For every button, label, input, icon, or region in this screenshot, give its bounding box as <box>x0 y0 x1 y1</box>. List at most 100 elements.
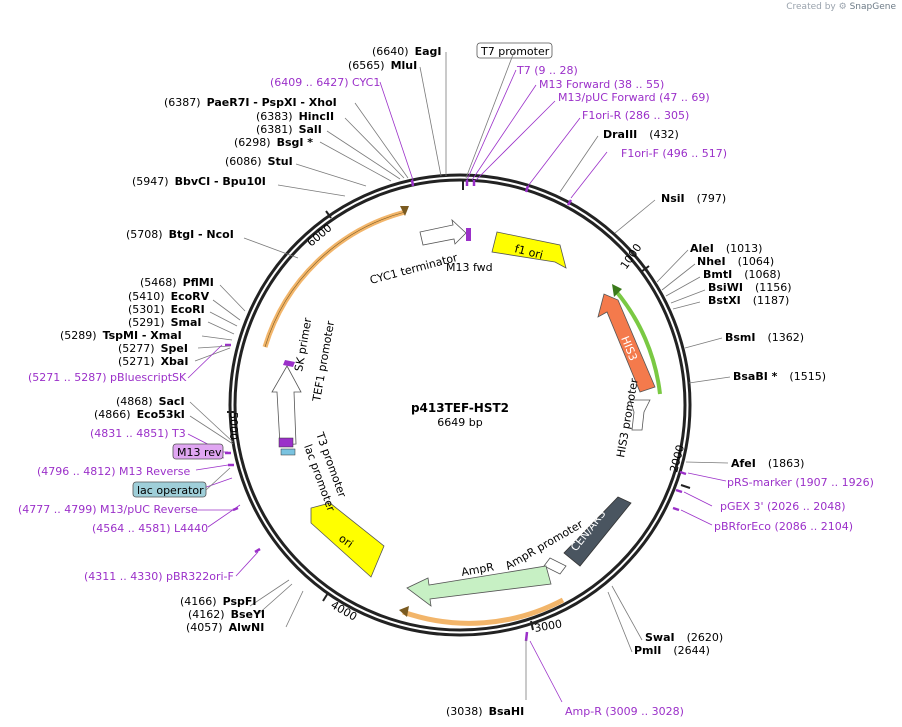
arc-his3-head <box>612 284 622 297</box>
site-tspmi: (5289)TspMI - XmaI <box>60 329 182 342</box>
sites-right: DraIII(432) NsiI(797) AleI(1013) NheI(10… <box>603 128 826 657</box>
plasmid-size: 6649 bp <box>437 416 482 429</box>
primer-t7: T7 (9 .. 28) <box>516 64 578 77</box>
backbone-outer <box>228 173 692 637</box>
credit-brand: SnapGene <box>849 2 896 12</box>
primer-m13-puc-forward: M13/pUC Forward (47 .. 69) <box>558 91 710 104</box>
primer-m13-reverse: (4796 .. 4812) M13 Reverse <box>37 465 190 478</box>
site-bmti: BmtI(1068) <box>703 268 781 281</box>
site-pflmi: (5468)PflMI <box>140 276 214 289</box>
primer-amp-r: Amp-R (3009 .. 3028) <box>565 705 684 718</box>
label-m13-fwd: M13 fwd <box>446 261 493 274</box>
primer-m13-forward: M13 Forward (38 .. 55) <box>539 78 664 91</box>
leaders-primers <box>187 69 727 703</box>
primer-labels: (6409 .. 6427) CYC1 T7 (9 .. 28) M13 For… <box>18 64 874 718</box>
leaders-right <box>559 135 731 653</box>
primer-f1ori-r: F1ori-R (286 .. 305) <box>582 109 689 122</box>
feature-ampr <box>406 565 552 607</box>
sites-left: (6640)EagI (6565)MluI (6387)PaeR7I - Psp… <box>60 45 524 718</box>
snapgene-logo-icon: ⚙ <box>838 2 847 12</box>
snapgene-credit: Created by ⚙ SnapGene <box>786 2 896 12</box>
site-nhei: NheI(1064) <box>697 255 774 268</box>
site-eagi: (6640)EagI <box>372 45 441 58</box>
feature-tef1-promoter <box>271 365 302 446</box>
label-t7-promoter: T7 promoter <box>480 45 550 58</box>
site-hincii: (6383)HincII <box>256 110 334 123</box>
feature-sk-primer-mark <box>283 360 295 367</box>
primer-pbluescriptsk: (5271 .. 5287) pBluescriptSK <box>28 371 187 384</box>
plasmid-name: p413TEF-HST2 <box>411 401 509 415</box>
feature-ampr-promoter <box>543 557 567 575</box>
site-smai: (5291)SmaI <box>128 316 201 329</box>
label-lac-operator: lac operator <box>137 484 204 497</box>
site-bsabi: BsaBI *(1515) <box>733 370 826 383</box>
feature-ori <box>310 502 385 578</box>
site-bstxi: BstXI(1187) <box>708 294 789 307</box>
boxed-labels: T7 promoter M13 rev lac operator <box>132 42 553 498</box>
arc-ampr-head <box>399 606 409 617</box>
site-alwni: (4057)AlwNI <box>186 621 264 634</box>
tick-6000: 6000 <box>305 221 335 249</box>
site-swai: SwaI(2620) <box>645 631 723 644</box>
feature-his3-promoter <box>629 399 651 431</box>
label-tef1-promoter: TEF1 promoter <box>310 319 337 403</box>
site-sali: (6381)SalI <box>256 123 322 136</box>
tick-3000: 3000 <box>533 617 563 635</box>
box-m13-rev <box>172 443 224 460</box>
label-m13-rev: M13 rev <box>177 446 222 459</box>
site-xbai: (5271)XbaI <box>118 355 188 368</box>
primer-pbr322ori-f: (4311 .. 4330) pBR322ori-F <box>84 570 234 583</box>
site-ecori: (5301)EcoRI <box>128 303 205 316</box>
site-bsgi: (6298)BsgI * <box>234 136 313 149</box>
site-mlui: (6565)MluI <box>348 59 417 72</box>
site-nsii: NsiI(797) <box>661 192 726 205</box>
feature-m13-fwd-mark <box>466 228 471 241</box>
site-pspfi: (4166)PspFI <box>180 595 256 608</box>
arc-ampr-orange <box>402 597 565 626</box>
site-spei: (5277)SpeI <box>118 342 188 355</box>
site-ecorv: (5410)EcoRV <box>128 290 210 303</box>
site-saci: (4868)SacI <box>116 395 185 408</box>
site-paer7i: (6387)PaeR7I - PspXI - XhoI <box>164 96 337 109</box>
credit-prefix: Created by <box>786 2 836 12</box>
primer-cyc1: (6409 .. 6427) CYC1 <box>270 76 380 89</box>
site-bsmi: BsmI(1362) <box>725 331 804 344</box>
site-bsahi: (3038)BsaHI <box>446 705 524 718</box>
feature-lac-operator-inner <box>280 448 296 456</box>
backbone-inner <box>233 178 687 632</box>
site-alei: AleI(1013) <box>690 242 762 255</box>
primer-pbrforeco: pBRforEco (2086 .. 2104) <box>714 520 853 533</box>
primer-m13-puc-reverse: (4777 .. 4799) M13/pUC Reverse <box>18 503 198 516</box>
site-pmli: PmlI(2644) <box>634 644 710 657</box>
feature-f1-ori <box>491 231 567 269</box>
tick-1000: 1000 <box>618 241 645 271</box>
primer-l4440: (4564 .. 4581) L4440 <box>92 522 208 535</box>
feature-m13-inner <box>278 437 294 448</box>
feature-his3 <box>597 293 656 393</box>
site-bseyi: (4162)BseYI <box>188 608 265 621</box>
tick-marks <box>227 180 691 631</box>
arc-tef1-head <box>400 206 409 216</box>
label-sk-primer: SK primer <box>292 316 314 372</box>
site-draiii: DraIII(432) <box>603 128 679 141</box>
primer-f1ori-f: F1ori-F (496 .. 517) <box>621 147 727 160</box>
site-eco53ki: (4866)Eco53kI <box>94 408 185 421</box>
arc-his3-green <box>613 288 662 395</box>
label-ampr: AmpR <box>460 560 495 579</box>
feature-cyc1-terminator <box>419 218 467 246</box>
label-his3: HIS3 <box>618 334 640 363</box>
primer-t3: (4831 .. 4851) T3 <box>90 427 186 440</box>
feature-cen-ars <box>563 496 632 567</box>
tick-5000: 5000 <box>227 412 240 440</box>
primer-marks <box>225 179 687 642</box>
leaders-left <box>189 52 527 700</box>
site-bbvci: (5947)BbvCI - Bpu10I <box>132 175 266 188</box>
site-bsiwi: BsiWI(1156) <box>708 281 792 294</box>
primer-prs-marker: pRS-marker (1907 .. 1926) <box>727 476 874 489</box>
site-afei: AfeI(1863) <box>731 457 804 470</box>
primer-pgex3: pGEX 3' (2026 .. 2048) <box>720 500 846 513</box>
site-btgi: (5708)BtgI - NcoI <box>126 228 234 241</box>
site-stui: (6086)StuI <box>225 155 293 168</box>
box-t7-promoter <box>476 42 553 59</box>
